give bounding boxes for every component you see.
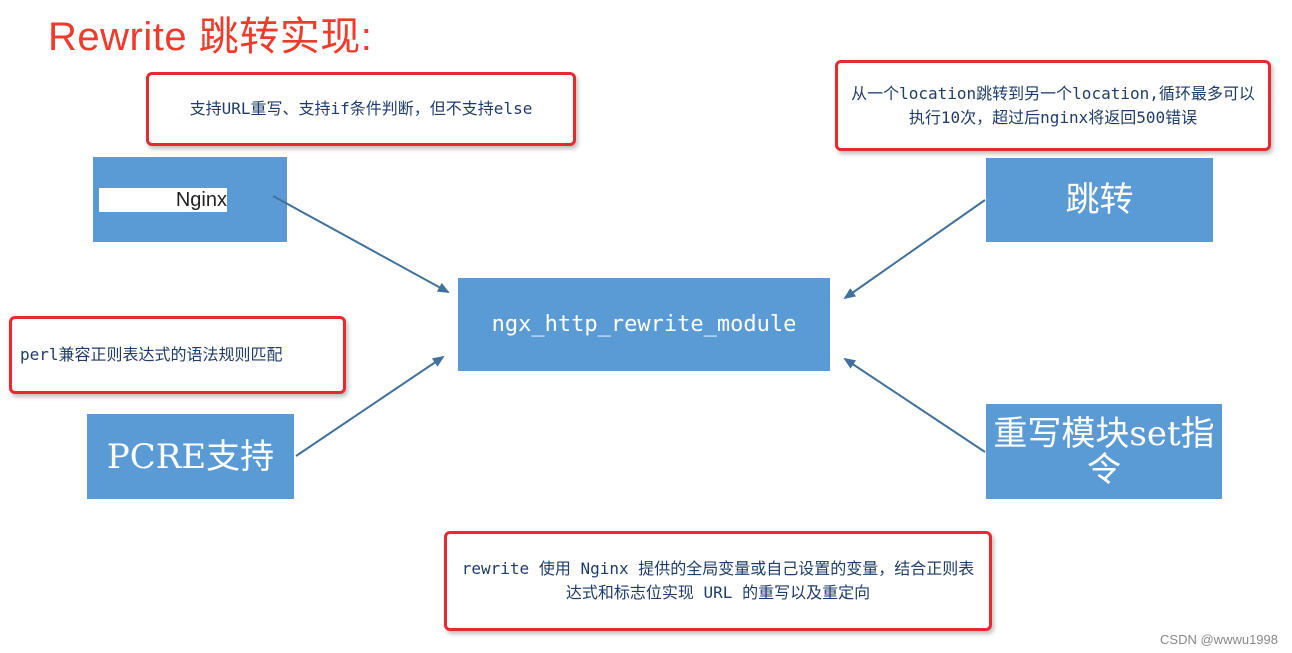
- arrow-pcre-to-module: [295, 355, 445, 457]
- note-location-jump: 从一个location跳转到另一个location,循环最多可以执行10次，超过…: [835, 60, 1271, 151]
- jump-box: 跳转: [986, 158, 1213, 242]
- arrow-jump-to-module: [843, 199, 986, 300]
- watermark: CSDN @wwwu1998: [1160, 632, 1278, 647]
- rewrite-module-label: ngx_http_rewrite_module: [491, 312, 797, 337]
- rewrite-module-box: ngx_http_rewrite_module: [458, 278, 830, 371]
- set-directive-label: 重写模块set指令: [993, 413, 1215, 490]
- note-url-rewrite: 支持URL重写、支持if条件判断，但不支持else: [146, 72, 576, 146]
- nginx-label: Nginx: [99, 188, 227, 212]
- note-location-jump-text: 从一个location跳转到另一个location,循环最多可以执行10次，超过…: [851, 83, 1255, 127]
- arrow-set-to-module: [843, 357, 986, 453]
- pcre-label: PCRE支持: [106, 436, 275, 477]
- page-title: Rewrite 跳转实现:: [48, 15, 373, 59]
- pcre-box: PCRE支持: [87, 414, 294, 499]
- jump-label: 跳转: [1065, 180, 1134, 220]
- arrow-nginx-to-module: [272, 195, 450, 293]
- nginx-box: Nginx: [93, 157, 287, 242]
- note-rewrite-desc-text: rewrite 使用 Nginx 提供的全局变量或自己设置的变量，结合正则表达式…: [461, 559, 975, 602]
- note-url-rewrite-text: 支持URL重写、支持if条件判断，但不支持else: [189, 99, 533, 118]
- note-rewrite-desc: rewrite 使用 Nginx 提供的全局变量或自己设置的变量，结合正则表达式…: [444, 531, 992, 631]
- set-directive-box: 重写模块set指令: [986, 404, 1222, 499]
- note-perl-regex-text: perl兼容正则表达式的语法规则匹配: [20, 345, 283, 364]
- note-perl-regex: perl兼容正则表达式的语法规则匹配: [9, 316, 346, 394]
